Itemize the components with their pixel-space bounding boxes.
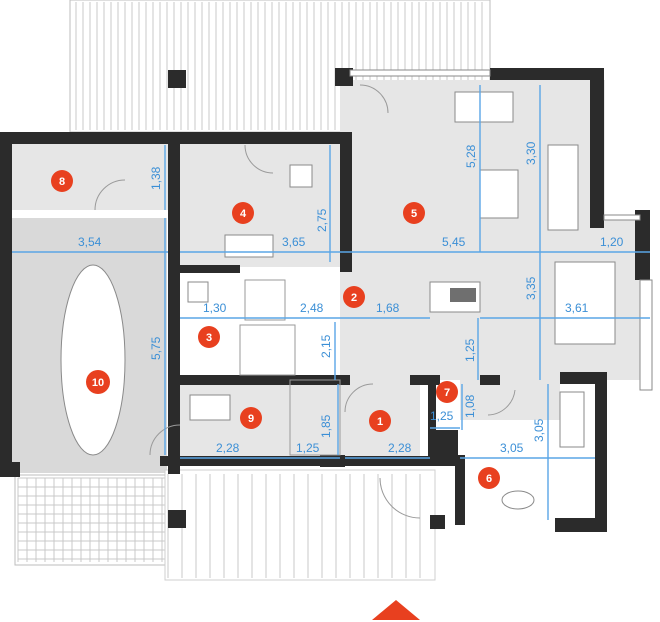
dim-label: 2,28 <box>216 441 240 455</box>
dim-label: 3,05 <box>532 418 546 442</box>
svg-text:2: 2 <box>351 292 357 304</box>
dim-label: 1,08 <box>463 394 477 418</box>
dim-label: 3,65 <box>282 235 306 249</box>
dim-label: 1,25 <box>463 338 477 362</box>
dim-label: 1,38 <box>149 166 163 190</box>
room-badge-4: 4 <box>232 202 254 224</box>
room-badge-10: 10 <box>86 370 110 394</box>
dim-label: 3,30 <box>524 141 538 165</box>
doors <box>94 84 516 519</box>
dim-label: 2,48 <box>300 301 324 315</box>
dim-label: 5,28 <box>464 144 478 168</box>
room-badge-2: 2 <box>343 286 365 308</box>
room-badge-1: 1 <box>369 410 391 432</box>
dim-label: 1,25 <box>296 441 320 455</box>
furniture <box>60 91 616 510</box>
dim-label: 2,15 <box>319 334 333 358</box>
svg-text:9: 9 <box>248 413 254 425</box>
room-badge-7: 7 <box>436 381 458 403</box>
dimension-labels: 1,38 3,54 5,75 3,65 2,75 5,45 1,20 5,28 … <box>78 141 624 455</box>
svg-text:4: 4 <box>240 208 247 220</box>
svg-text:6: 6 <box>486 473 492 485</box>
dim-label: 5,75 <box>149 336 163 360</box>
svg-text:8: 8 <box>59 176 65 188</box>
dim-label: 2,75 <box>315 208 329 232</box>
dim-label: 1,30 <box>203 301 227 315</box>
windows <box>349 69 653 391</box>
room-badges: 1 2 3 4 5 6 7 8 <box>51 170 500 489</box>
svg-text:3: 3 <box>206 332 212 344</box>
roof-hatch <box>69 0 491 133</box>
entrance-arrow-icon <box>372 600 420 620</box>
room-badge-5: 5 <box>403 202 425 224</box>
room-badge-3: 3 <box>198 326 220 348</box>
dim-label: 5,45 <box>442 235 466 249</box>
room-badge-6: 6 <box>478 467 500 489</box>
svg-text:7: 7 <box>444 387 450 399</box>
room-badge-9: 9 <box>240 407 262 429</box>
room-badge-8: 8 <box>51 170 73 192</box>
dim-label: 1,68 <box>376 301 400 315</box>
walls <box>0 68 650 532</box>
dim-label: 3,05 <box>500 441 524 455</box>
dim-label: 2,28 <box>388 441 412 455</box>
dim-label: 1,25 <box>430 409 454 423</box>
dim-label: 3,35 <box>524 276 538 300</box>
dim-label: 1,85 <box>319 414 333 438</box>
dimension-lines <box>12 85 650 520</box>
dim-label: 3,61 <box>565 301 589 315</box>
dim-label: 3,54 <box>78 235 102 249</box>
terrace-tiles <box>14 469 436 581</box>
svg-text:5: 5 <box>411 208 417 220</box>
svg-text:1: 1 <box>377 416 383 428</box>
svg-text:10: 10 <box>92 377 104 389</box>
dim-label: 1,20 <box>600 235 624 249</box>
